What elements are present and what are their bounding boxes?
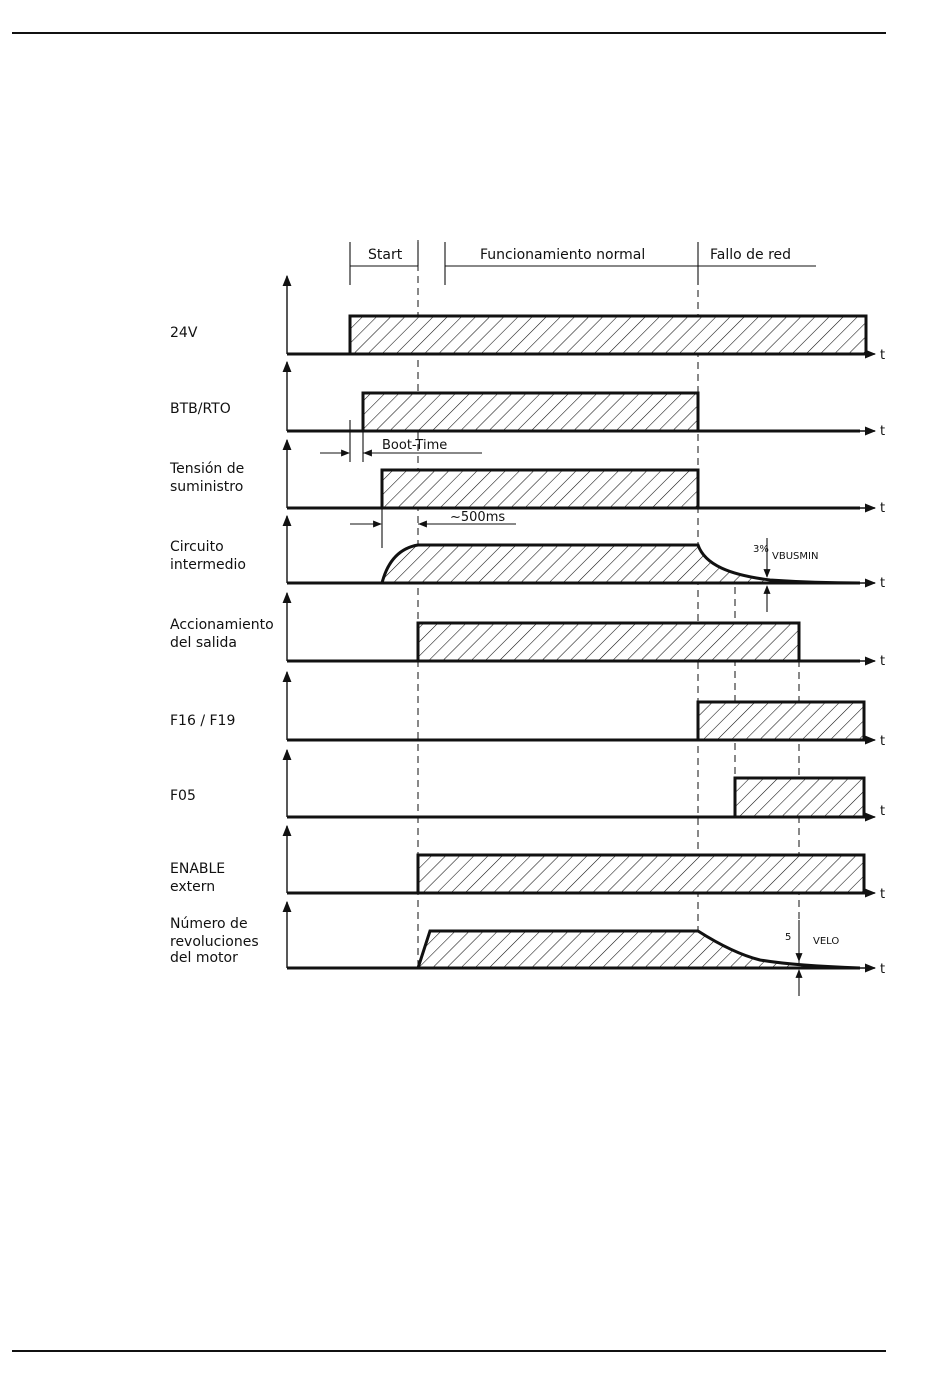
- time-label-f05: t: [880, 804, 885, 819]
- row-output: Accionamiento del salida t: [170, 593, 885, 669]
- phase-header: Start Funcionamiento normal Fallo de red: [350, 242, 816, 285]
- signal-enable-waveform: [418, 855, 864, 893]
- signal-output-waveform: [418, 623, 799, 661]
- signal-label-enable-2: extern: [170, 879, 215, 895]
- time-label-24v: t: [880, 348, 885, 363]
- phase-normal-label: Funcionamiento normal: [480, 247, 645, 263]
- signal-label-24v: 24V: [170, 325, 198, 341]
- signal-btb-waveform: [363, 393, 698, 431]
- signal-label-dclink-1: Circuito: [170, 539, 224, 555]
- phase-fault-label: Fallo de red: [710, 247, 791, 263]
- signal-label-output-2: del salida: [170, 635, 237, 651]
- signal-label-dclink-2: intermedio: [170, 557, 246, 573]
- signal-f05-waveform: [735, 778, 864, 817]
- signal-label-enable-1: ENABLE: [170, 861, 225, 877]
- velo-value: 5: [785, 932, 791, 943]
- time-label-dclink: t: [880, 576, 885, 591]
- time-label-output: t: [880, 654, 885, 669]
- velo-label: VELO: [813, 936, 839, 947]
- vbusmin-value: 3%: [753, 544, 769, 555]
- vbusmin-label: VBUSMIN: [772, 551, 818, 562]
- signal-speed-waveform: [418, 931, 860, 968]
- signal-label-f16: F16 / F19: [170, 713, 235, 729]
- signal-label-speed-1: Número de: [170, 916, 248, 932]
- signal-label-btb: BTB/RTO: [170, 401, 231, 417]
- time-label-enable: t: [880, 887, 885, 902]
- signal-label-supply-2: suministro: [170, 479, 243, 495]
- time-label-speed: t: [880, 962, 885, 977]
- row-f16: F16 / F19 t: [170, 672, 885, 749]
- signal-label-speed-2: revoluciones: [170, 934, 259, 950]
- delay-label: ~500ms: [450, 510, 505, 525]
- signal-label-supply-1: Tensión de: [169, 461, 244, 477]
- row-speed: Número de revoluciones del motor t 5 VEL…: [170, 902, 885, 996]
- signal-label-f05: F05: [170, 788, 196, 804]
- signal-f16-waveform: [698, 702, 864, 740]
- row-24v: 24V t: [170, 276, 885, 363]
- signal-24v-waveform: [287, 316, 866, 354]
- boot-time-label: Boot-Time: [382, 438, 447, 453]
- row-btb: BTB/RTO t Boot-Time: [170, 362, 885, 462]
- signal-label-speed-3: del motor: [170, 950, 238, 966]
- time-label-f16: t: [880, 734, 885, 749]
- time-label-supply: t: [880, 501, 885, 516]
- row-f05: F05 t: [170, 750, 885, 819]
- signal-supply-waveform: [382, 470, 698, 508]
- time-label-btb: t: [880, 424, 885, 439]
- signal-label-output-1: Accionamiento: [170, 617, 274, 633]
- phase-start-label: Start: [368, 247, 403, 263]
- row-supply: Tensión de suministro t ~500ms: [169, 440, 885, 548]
- row-dclink: Circuito intermedio t 3% VBUSMIN: [170, 516, 885, 612]
- row-enable: ENABLE extern t: [170, 826, 885, 902]
